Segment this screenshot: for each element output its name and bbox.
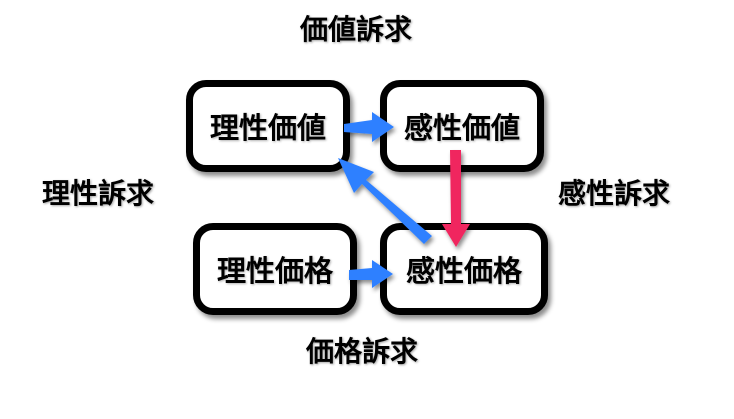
quadrant-label-bottom-left: 理性価格 — [216, 254, 333, 288]
axis-label-right: 感性訴求 — [558, 177, 671, 210]
quadrant-label-top-right: 感性価値 — [403, 111, 520, 145]
axis-label-top: 価値訴求 — [300, 13, 413, 46]
quadrant-box-bottom-left: 理性価格 — [193, 223, 357, 315]
quadrant-label-top-left: 理性価値 — [209, 111, 326, 145]
axis-label-bottom: 価格訴求 — [306, 335, 419, 368]
axis-label-left: 理性訴求 — [42, 177, 155, 210]
quadrant-box-bottom-right: 感性価格 — [380, 223, 548, 315]
quadrant-box-top-left: 理性価値 — [186, 80, 350, 172]
quadrant-box-top-right: 感性価値 — [380, 80, 544, 172]
quadrant-label-bottom-right: 感性価格 — [405, 254, 522, 288]
